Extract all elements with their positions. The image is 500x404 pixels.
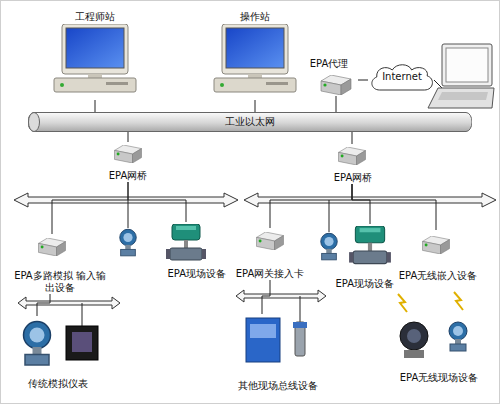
network-link [352, 184, 436, 230]
network-link [352, 184, 370, 224]
gateway-icon [257, 232, 284, 250]
device-node: EPA多路模拟 输入输出设备 [14, 234, 106, 294]
node-label: EPA网关接入卡 [230, 268, 310, 280]
node-label: EPA现场设备 [312, 278, 394, 290]
laptop-screen [446, 48, 488, 82]
sub-bus-arrow [236, 290, 326, 302]
wireless-bolt [454, 292, 463, 310]
device-node: 传统模拟仪表 [8, 316, 108, 390]
device-node: EPA网桥 [101, 142, 155, 182]
device-node: EPA代理 [300, 58, 358, 96]
network-link [37, 294, 50, 316]
transmitter-icon [321, 233, 338, 260]
computer-icon [214, 24, 296, 92]
drop-line [128, 200, 129, 228]
valve-icon [166, 224, 206, 260]
io-device-icon [39, 238, 66, 256]
wireless-base [404, 350, 424, 358]
network-link [128, 182, 186, 222]
node-label: EPA现场设备 [108, 268, 226, 280]
display-window [72, 332, 92, 352]
network-link [352, 132, 353, 144]
wireless-transmitter [449, 322, 467, 351]
node-label: 传统模拟仪表 [8, 378, 108, 390]
node-label: 工业以太网 [28, 116, 472, 128]
node-label: 工程师站 [45, 11, 145, 23]
device-node: 工程师站 [45, 11, 145, 100]
proxy-icon [321, 75, 351, 95]
wireless-face [407, 329, 421, 343]
drop-line [329, 200, 330, 232]
node-label: EPA网桥 [326, 172, 380, 184]
device-node: EPA现场设备 [312, 224, 394, 290]
network-link [336, 96, 337, 112]
internet-link [434, 80, 442, 88]
node-label: EPA多路模拟 输入输出设备 [14, 270, 106, 294]
fieldbus-box [246, 318, 280, 362]
network-link [270, 184, 352, 228]
laptop-base [428, 88, 494, 108]
node-label: EPA无线嵌入设备 [396, 270, 480, 282]
network-link [95, 100, 96, 112]
analog-display [66, 326, 98, 360]
wireless-device [400, 322, 428, 350]
device-node: EPA网桥 [326, 144, 380, 184]
pipe-end [29, 113, 40, 132]
network-link [128, 132, 129, 142]
analog-meter-icon [24, 322, 51, 366]
device-node: EPA无线现场设备 [392, 314, 486, 384]
pipe-body [28, 113, 472, 132]
wireless-bolt [398, 294, 407, 312]
node-label: 其他现场总线设备 [232, 380, 324, 392]
node-label: EPA代理 [300, 58, 358, 70]
sensor-cap [293, 322, 307, 328]
laptop-keys [438, 92, 488, 100]
device-node: EPA现场设备 [108, 222, 226, 280]
device-node: 其他现场总线设备 [232, 314, 324, 392]
device-node: 工业以太网 [28, 112, 472, 132]
node-label: EPA网桥 [101, 170, 155, 182]
bridge-icon [339, 147, 366, 165]
wireless-embed-icon [423, 236, 450, 254]
network-link [262, 280, 270, 314]
device-node: 操作站 [205, 11, 305, 100]
drop-line [300, 296, 301, 322]
drop-line [82, 303, 83, 326]
sub-bus-arrow [18, 297, 120, 309]
network-link [255, 100, 256, 112]
valve-icon [349, 226, 391, 264]
box-panel [250, 324, 276, 338]
node-label: 操作站 [205, 11, 305, 23]
device-node: EPA网关接入卡 [230, 228, 310, 280]
node-label: Internet [368, 71, 436, 83]
device-node: EPA无线嵌入设备 [396, 230, 480, 282]
network-link [52, 182, 128, 234]
device-node: Internet [368, 62, 436, 92]
laptop-lid [442, 44, 492, 86]
node-label: EPA无线现场设备 [392, 372, 486, 384]
network-link [358, 80, 368, 81]
bridge-icon [115, 145, 142, 163]
transmitter-icon [120, 229, 137, 256]
computer-icon [54, 24, 136, 92]
